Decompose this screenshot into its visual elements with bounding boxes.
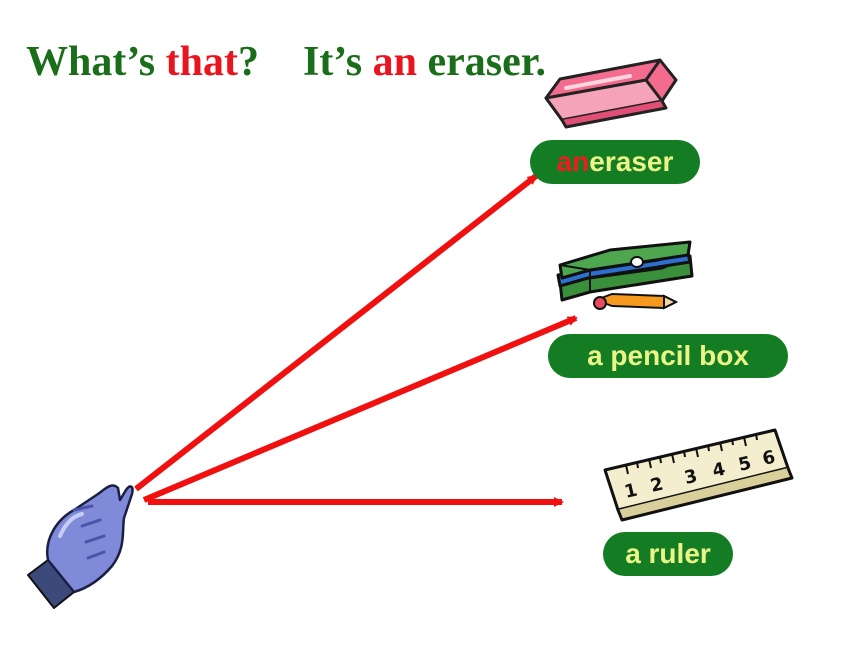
heading-part: What’s <box>26 39 166 85</box>
ruler-number: 4 <box>710 459 727 482</box>
arrow-to-pencil-box <box>142 315 578 503</box>
arrow-to-eraser <box>134 173 538 492</box>
article-an: an <box>556 146 590 177</box>
label-text: a ruler <box>625 538 711 569</box>
label-text: a pencil box <box>587 340 749 371</box>
word-eraser: eraser <box>589 146 674 177</box>
ruler-number: 5 <box>736 453 753 476</box>
heading-keyword-that: that <box>165 39 238 85</box>
heading-part: It’s <box>302 39 373 85</box>
heading-keyword-an: an <box>372 39 417 85</box>
ruler-number: 3 <box>682 466 699 489</box>
label-a-ruler[interactable]: a ruler <box>603 532 733 576</box>
ruler-number: 6 <box>760 447 777 470</box>
ruler-number: 2 <box>648 474 665 497</box>
question-answer-heading: What’s that? It’s an eraser. <box>26 38 546 86</box>
label-a-pencil-box[interactable]: a pencil box <box>548 334 788 378</box>
ruler-number: 1 <box>622 480 639 503</box>
heading-part: ? <box>237 39 259 85</box>
heading-part: eraser. <box>416 39 546 85</box>
label-an-eraser[interactable]: an eraser <box>530 140 700 184</box>
